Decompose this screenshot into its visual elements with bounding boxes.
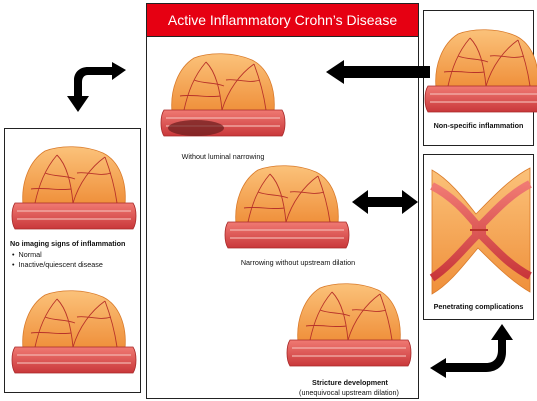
bullet-inactive: Inactive/quiescent disease — [12, 260, 103, 270]
arrow-left-curved — [67, 62, 126, 112]
arrow-bottom-curved — [430, 324, 513, 378]
no-imaging-bullets: Normal Inactive/quiescent disease — [12, 250, 103, 270]
penetrating-illustration — [432, 168, 530, 294]
bowel-narrowing-illustration — [225, 166, 349, 248]
bowel-normal-illustration — [12, 147, 136, 229]
bowel-non-specific-illustration — [425, 30, 537, 112]
caption-penetrating: Penetrating complications — [425, 302, 532, 311]
caption-non-specific: Non-specific inflammation — [425, 121, 532, 130]
caption-stricture-subtitle: (unequivocal upstream dilation) — [276, 388, 422, 397]
bullet-normal: Normal — [12, 250, 103, 260]
arrow-from-non-specific — [326, 60, 430, 84]
caption-narrowing-without-dilation: Narrowing without upstream dilation — [218, 258, 378, 267]
arrow-double-penetrating — [352, 190, 418, 214]
bowel-stricture-illustration — [287, 284, 411, 366]
caption-stricture-title: Stricture development — [290, 378, 410, 387]
caption-without-luminal-narrowing: Without luminal narrowing — [168, 152, 278, 161]
bowel-quiescent-illustration — [12, 291, 136, 373]
caption-no-imaging-signs: No imaging signs of inflammation — [10, 239, 125, 248]
